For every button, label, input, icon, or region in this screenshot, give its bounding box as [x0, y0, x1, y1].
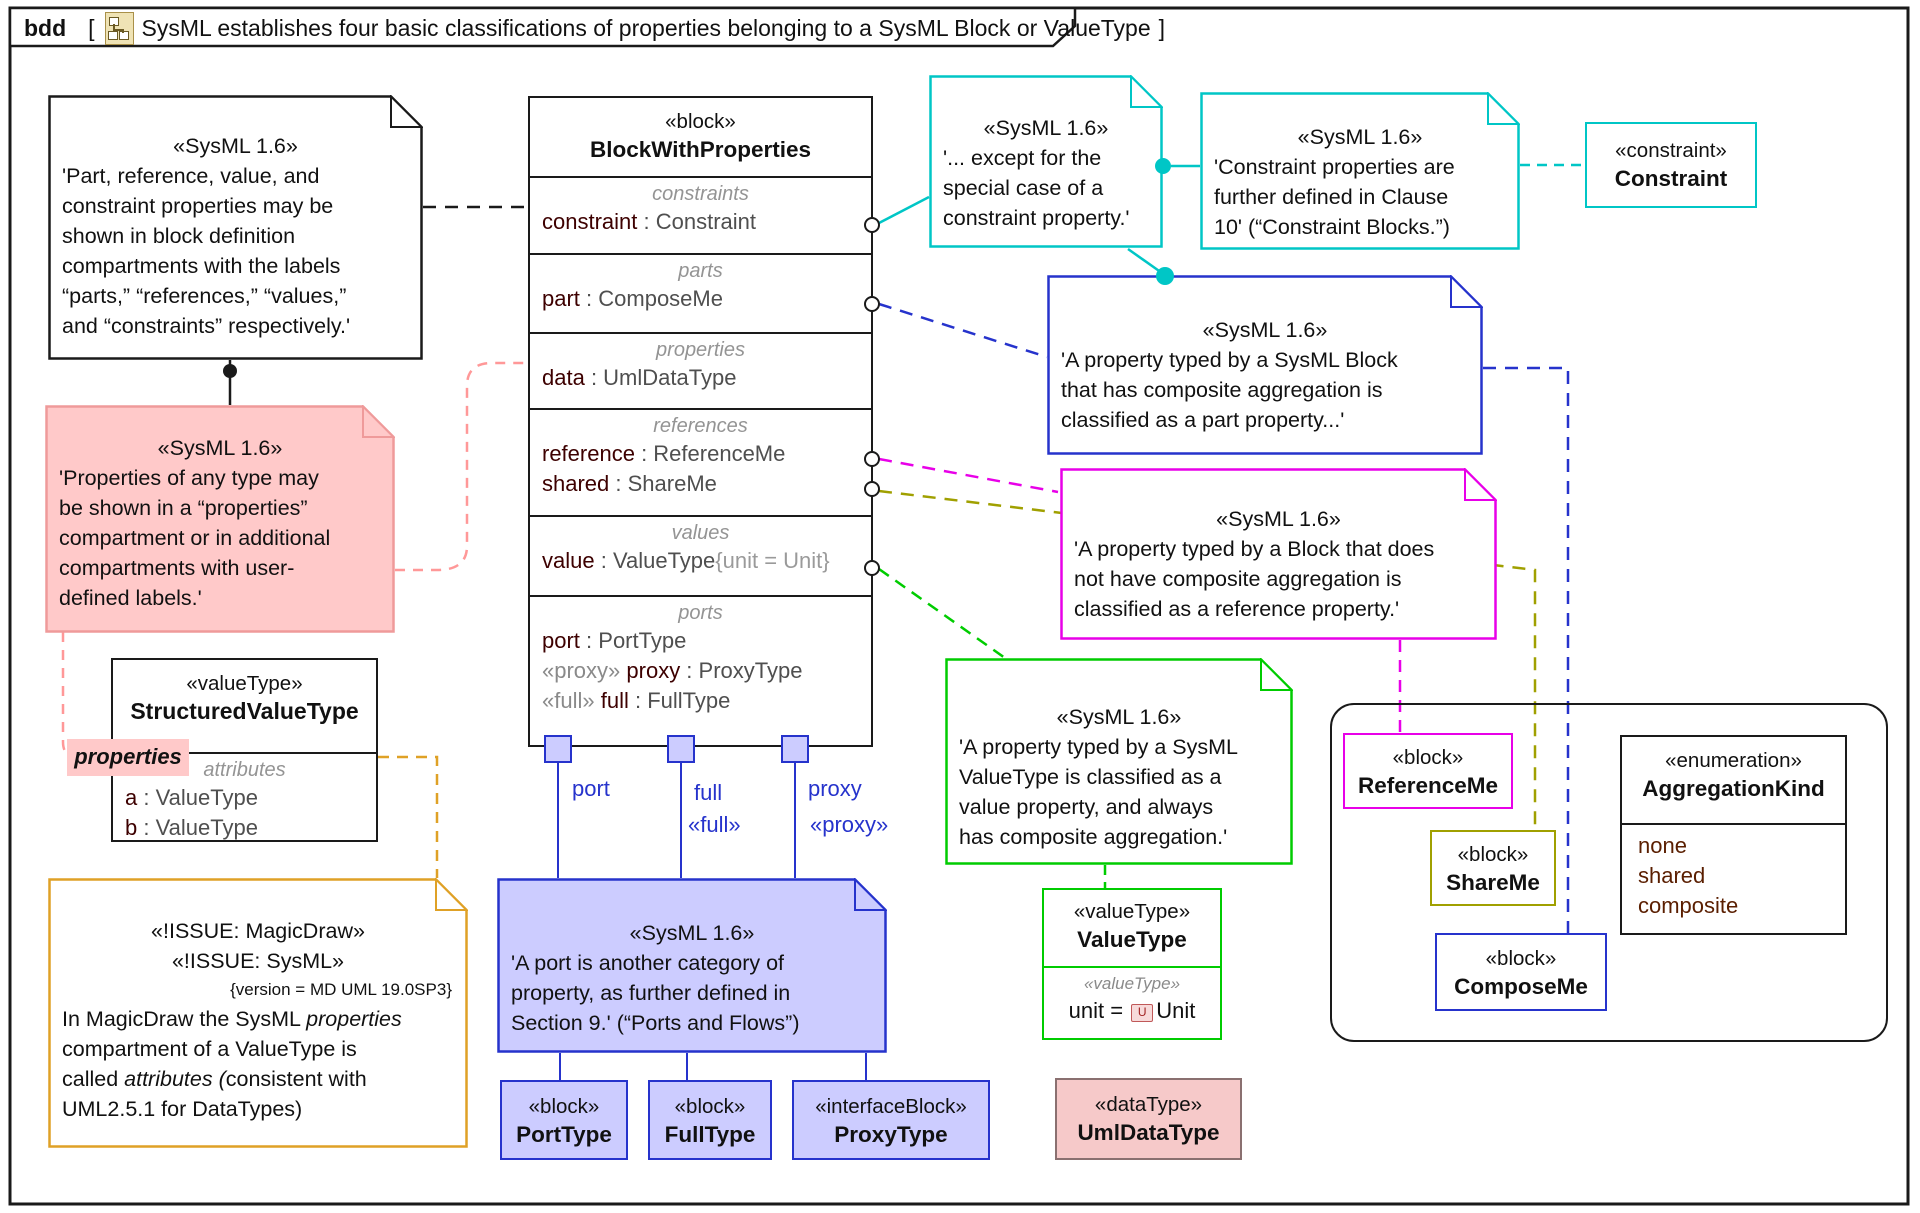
unit-icon: U: [1131, 1004, 1154, 1022]
block-referenceme[interactable]: «block» ReferenceMe: [1343, 733, 1513, 809]
compartment-constraints: constraints constraint : Constraint: [530, 176, 871, 253]
literal-none: none: [1638, 833, 1687, 858]
reference-property-note[interactable]: «SysML 1.6» 'A property typed by a Block…: [1060, 468, 1497, 640]
note-stereotype: «SysML 1.6»: [1216, 507, 1341, 531]
block-blockwithproperties[interactable]: «block» BlockWithProperties constraints …: [528, 96, 873, 747]
note-stereotype: «SysML 1.6»: [629, 921, 755, 945]
block-valuetype[interactable]: «valueType» ValueType «valueType» unit =…: [1042, 888, 1222, 1040]
block-composeme[interactable]: «block» ComposeMe: [1435, 933, 1607, 1011]
compartment-parts: parts part : ComposeMe: [530, 253, 871, 332]
diagram-kind-label: bdd: [24, 14, 67, 41]
bracket-close: ]: [1158, 14, 1166, 41]
aggregationkind-header: «enumeration» AggregationKind: [1642, 749, 1825, 801]
part-property-note[interactable]: «SysML 1.6» 'A property typed by a SysML…: [1047, 275, 1483, 455]
block-fulltype[interactable]: «block» FullType: [648, 1080, 772, 1160]
note-stereotype: «SysML 1.6»: [173, 134, 298, 158]
bdd-diagram-icon: [104, 11, 134, 45]
port-label: port: [572, 776, 610, 801]
sysml-properties-note[interactable]: «SysML 1.6» 'Properties of any type may …: [45, 405, 395, 633]
block-constraint[interactable]: «constraint» Constraint: [1585, 122, 1757, 208]
diagram-header: bdd [ SysML establishes four basic class…: [24, 10, 1173, 46]
value-note-connector: [878, 567, 1006, 660]
issue-version: {version = MD UML 19.0SP3}: [230, 980, 452, 999]
note-stereotype: «SysML 1.6»: [1297, 125, 1423, 149]
note-stereotype: «SysML 1.6»: [983, 116, 1109, 140]
full-label: full: [694, 780, 723, 805]
magicdraw-issue-note[interactable]: «!ISSUE: MagicDraw» «!ISSUE: SysML» {ver…: [48, 878, 468, 1148]
sysml-labels-note[interactable]: «SysML 1.6» 'Part, reference, value, and…: [48, 95, 423, 360]
property-port: port : PortType: [542, 628, 687, 653]
svt-property-a: a : ValueType: [125, 785, 258, 810]
block-umldatatype[interactable]: «dataType» UmlDataType: [1055, 1078, 1242, 1160]
note-stereotype: «SysML 1.6»: [1202, 318, 1328, 342]
svt-property-b: b : ValueType: [125, 815, 258, 840]
block-stereotype: «block»: [665, 110, 736, 133]
note-stereotype: «SysML 1.6»: [157, 436, 283, 460]
compartment-properties: properties data : UmlDataType: [530, 332, 871, 408]
properties-note-connector-block: [395, 361, 528, 572]
literal-shared: shared: [1638, 863, 1706, 888]
full-stereotype-label: «full»: [688, 812, 741, 837]
compartment-references: references reference : ReferenceMe share…: [530, 408, 871, 515]
property-proxy: «proxy» proxy : ProxyType: [542, 658, 803, 683]
property-full: «full» full : FullType: [542, 688, 731, 713]
full-port-square[interactable]: [667, 735, 695, 763]
proxy-label: proxy: [808, 776, 862, 801]
block-proxytype[interactable]: «interfaceBlock» ProxyType: [792, 1080, 990, 1160]
property-part: part : ComposeMe: [542, 286, 723, 311]
compartment-values: values value : ValueType{unit = Unit}: [530, 515, 871, 595]
value-property-note[interactable]: «SysML 1.6» 'A property typed by a SysML…: [945, 658, 1293, 865]
block-shareme[interactable]: «block» ShareMe: [1430, 830, 1556, 906]
enumeration-literals: none shared composite: [1622, 823, 1845, 921]
block-porttype[interactable]: «block» PortType: [500, 1080, 628, 1160]
block-header: «block» BlockWithProperties: [530, 98, 871, 176]
port-square[interactable]: [544, 735, 572, 763]
issue-stereotype-magicdraw: «!ISSUE: MagicDraw»: [151, 919, 365, 943]
block-aggregationkind[interactable]: «enumeration» AggregationKind none share…: [1620, 735, 1847, 935]
port-property-note[interactable]: «SysML 1.6» 'A port is another category …: [497, 878, 887, 1053]
reference-note-connector: [878, 457, 1059, 494]
literal-composite: composite: [1638, 893, 1739, 918]
except-constraint-note[interactable]: «SysML 1.6» '... except for the special …: [929, 75, 1163, 248]
property-value: value : ValueType{unit = Unit}: [542, 548, 830, 573]
block-name: BlockWithProperties: [589, 137, 812, 162]
property-reference: reference : ReferenceMe: [542, 441, 786, 466]
property-constraint: constraint : Constraint: [542, 209, 757, 234]
part-note-connector: [878, 302, 1048, 359]
proxy-stereotype-label: «proxy»: [810, 812, 889, 837]
diagram-title: SysML establishes four basic classificat…: [141, 14, 1151, 41]
except-note-connector-part-note: [1127, 247, 1163, 275]
except-note-connector-constraint: [878, 195, 930, 225]
property-shared: shared : ShareMe: [542, 471, 717, 496]
black-junction-dot: [223, 364, 237, 378]
compartment-ports: ports port : PortType «proxy» proxy : Pr…: [530, 595, 871, 745]
properties-highlight-label[interactable]: properties: [67, 739, 189, 776]
constraint-clause-note[interactable]: «SysML 1.6» 'Constraint properties are f…: [1200, 92, 1520, 250]
issue-note-connector: [378, 755, 439, 878]
note-stereotype: «SysML 1.6»: [1056, 705, 1182, 729]
bracket-open: [: [88, 14, 95, 41]
issue-stereotype-sysml: «!ISSUE: SysML»: [171, 949, 345, 973]
proxy-port-square[interactable]: [781, 735, 809, 763]
property-data: data : UmlDataType: [542, 365, 737, 390]
